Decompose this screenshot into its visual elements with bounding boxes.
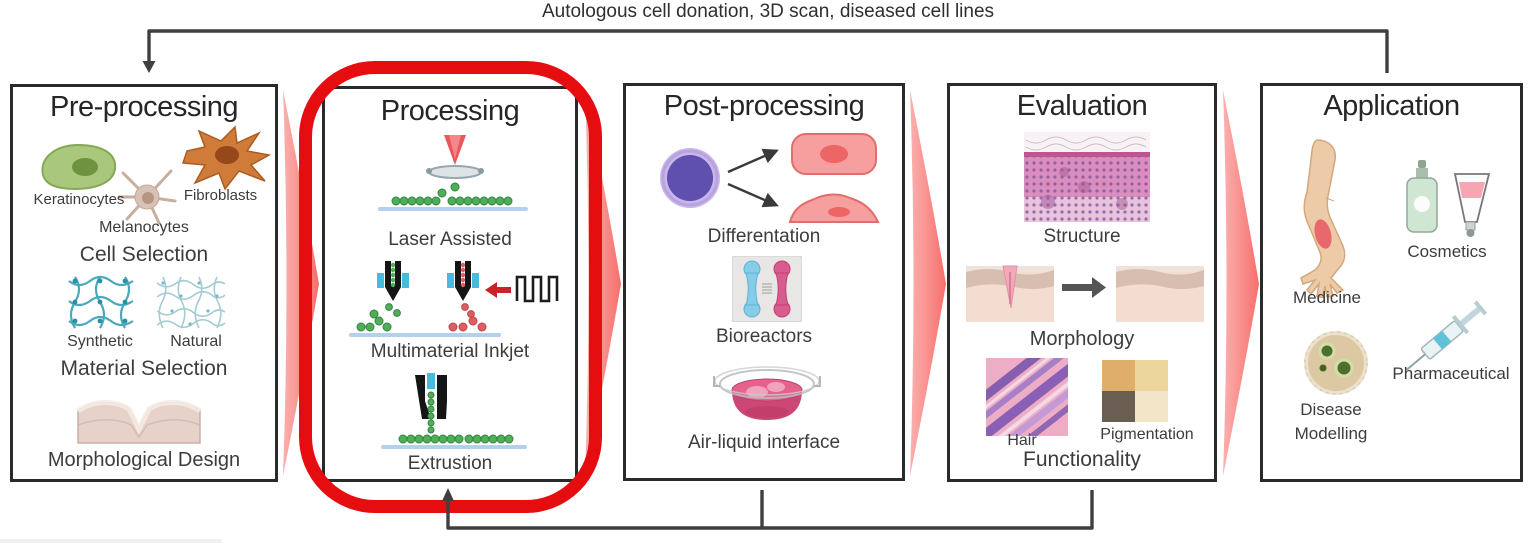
bottom-feedback-arrow-line	[446, 490, 1094, 530]
melanocytes-label: Melanocytes	[99, 219, 189, 236]
stage-title: Application	[1323, 90, 1460, 122]
fibroblast-cell-icon	[181, 125, 271, 191]
hair-histology-image	[986, 358, 1068, 436]
stage-post-processing: Post-processing Differentation	[623, 83, 905, 481]
natural-mesh-icon	[156, 276, 226, 329]
arm-wound-icon	[1300, 139, 1346, 298]
pigmentation-swatches-icon	[1102, 360, 1168, 422]
morphological-design-label: Morphological Design	[47, 449, 241, 471]
bottom-left-bar	[0, 539, 222, 543]
cell-selection-label: Cell Selection	[79, 243, 209, 266]
stage-title: Post-processing	[663, 90, 865, 122]
functionality-label: Functionality	[1023, 448, 1141, 471]
synthetic-label: Synthetic	[67, 333, 133, 350]
top-feedback-arrow-line	[147, 29, 1389, 73]
laser-assisted-label: Laser Assisted	[388, 229, 512, 250]
petri-dish-icon	[1304, 331, 1368, 395]
stage-arrow-icon	[910, 90, 946, 476]
morphology-label: Morphology	[1029, 328, 1135, 350]
inkjet-printing-icon	[349, 261, 559, 337]
laser-printing-icon	[378, 135, 528, 211]
stage-title: Processing	[380, 95, 520, 127]
bioreactor-chip-icon	[732, 256, 802, 322]
medicine-label: Medicine	[1292, 288, 1362, 307]
multimaterial-inkjet-label: Multimaterial Inkjet	[370, 341, 530, 362]
stage-processing: Processing Laser Assisted	[322, 86, 578, 482]
pigmentation-label: Pigmentation	[1100, 426, 1194, 443]
disease-modelling-label-line2: Modelling	[1294, 424, 1368, 443]
fibroblasts-label: Fibroblasts	[183, 187, 258, 204]
pharmaceutical-label: Pharmaceutical	[1392, 364, 1510, 383]
differentiation-label: Differentation	[707, 226, 821, 247]
hair-label: Hair	[1007, 432, 1037, 449]
air-liquid-dish-icon	[713, 366, 821, 420]
structure-label: Structure	[1043, 226, 1121, 247]
natural-label: Natural	[170, 333, 222, 350]
histology-structure-image	[1024, 132, 1150, 222]
air-liquid-interface-label: Air-liquid interface	[687, 432, 841, 453]
material-selection-label: Material Selection	[60, 357, 228, 380]
down-arrowhead-icon	[142, 61, 156, 73]
extrusion-label: Extrustion	[407, 453, 493, 474]
keratinocyte-cell-icon	[41, 143, 117, 191]
stage-arrow-icon	[1223, 90, 1259, 476]
bioreactors-label: Bioreactors	[715, 326, 813, 347]
up-arrowhead-icon	[442, 488, 454, 501]
stage-title: Evaluation	[1016, 90, 1148, 122]
wounded-skin-icon	[966, 265, 1054, 322]
top-banner-text: Autologous cell donation, 3D scan, disea…	[541, 1, 995, 22]
stage-arrow-icon	[585, 90, 621, 476]
melanocyte-cell-icon	[117, 169, 177, 225]
synthetic-mesh-icon	[68, 275, 134, 329]
stage-application: Application Cosmetics Medicine	[1260, 83, 1523, 482]
stage-arrow-icon	[283, 90, 319, 476]
healed-skin-icon	[1116, 266, 1204, 322]
skin-morphology-icon	[76, 400, 202, 444]
stage-pre-processing: Pre-processing Keratinocytes Fibroblasts…	[10, 84, 278, 482]
stage-evaluation: Evaluation Structure	[947, 83, 1217, 482]
cosmetics-bottles-icon	[1406, 160, 1491, 237]
differentiation-cells-icon	[660, 133, 880, 223]
cosmetics-label: Cosmetics	[1407, 242, 1487, 261]
syringe-icon	[1406, 300, 1488, 371]
extrusion-printing-icon	[381, 373, 527, 449]
keratinocytes-label: Keratinocytes	[33, 191, 125, 208]
stage-title: Pre-processing	[49, 91, 239, 123]
disease-modelling-label-line1: Disease	[1300, 400, 1362, 419]
arrow-right-icon	[1062, 277, 1106, 298]
